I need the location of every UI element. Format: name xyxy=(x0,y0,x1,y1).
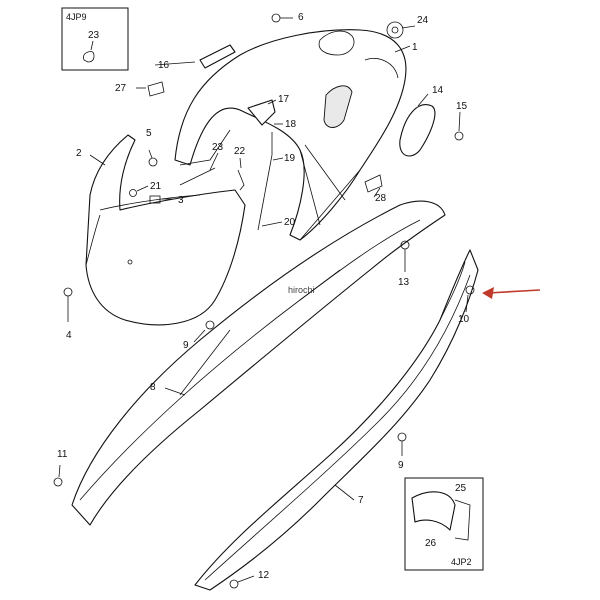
callout-22: 22 xyxy=(234,146,246,157)
callout-10: 10 xyxy=(458,314,470,325)
watermark: hirochi xyxy=(288,285,315,295)
bolt-21-icon xyxy=(129,189,137,197)
callout-9a: 9 xyxy=(183,340,189,351)
side-cover-left xyxy=(71,200,446,526)
callout-labels: 1 2 3 4 5 6 7 8 9 9 10 11 12 13 14 15 16… xyxy=(57,12,470,581)
inset-4jp2: 25 26 4JP2 xyxy=(404,477,484,571)
callout-19: 19 xyxy=(284,153,296,164)
callout-3: 3 xyxy=(178,195,184,206)
callout-1: 1 xyxy=(412,42,418,53)
fasteners xyxy=(53,13,475,589)
inset-4jp2-part-25: 25 xyxy=(455,483,467,494)
brackets-and-rods xyxy=(147,44,436,231)
callout-14: 14 xyxy=(432,85,444,96)
callout-16: 16 xyxy=(158,60,170,71)
callout-11: 11 xyxy=(57,449,68,460)
callout-24: 24 xyxy=(417,15,429,26)
rod-19 xyxy=(257,154,273,231)
bolt-12-icon xyxy=(229,575,255,589)
callout-27: 27 xyxy=(115,83,127,94)
callout-12: 12 xyxy=(258,570,270,581)
callout-7: 7 xyxy=(358,495,364,506)
bracket-16 xyxy=(199,44,236,69)
callout-9b: 9 xyxy=(398,460,404,471)
callout-15: 15 xyxy=(456,101,468,112)
inset-4jp9-part-label: 23 xyxy=(88,30,100,41)
washer-24-icon xyxy=(386,21,404,39)
bolt-13-icon xyxy=(400,240,410,272)
callout-23: 23 xyxy=(212,142,224,153)
front-lower-cover xyxy=(85,134,246,326)
inset-4jp9-code: 4JP9 xyxy=(66,12,87,22)
callout-5: 5 xyxy=(146,128,152,139)
clip-3-icon xyxy=(149,195,161,204)
grab-rail-14 xyxy=(399,104,436,157)
inset-4jp2-code: 4JP2 xyxy=(451,557,472,567)
bolt-15-icon xyxy=(454,111,464,141)
bracket-17 xyxy=(247,99,276,126)
callout-21: 21 xyxy=(150,181,162,192)
callout-18: 18 xyxy=(285,119,297,130)
inset-4jp2-part-26: 26 xyxy=(425,538,437,549)
pad-28 xyxy=(364,174,383,193)
callout-6: 6 xyxy=(298,12,304,23)
inset-4jp9: 4JP9 23 xyxy=(61,7,129,71)
bolt-9a-icon xyxy=(193,320,215,343)
side-cover-right xyxy=(194,249,479,591)
cable-23 xyxy=(179,167,216,186)
bolt-11-icon xyxy=(53,464,63,487)
callout-28: 28 xyxy=(375,193,387,204)
leader-lines xyxy=(89,25,429,501)
hook-22 xyxy=(237,169,245,191)
bolt-9b-icon xyxy=(397,432,407,456)
callout-4: 4 xyxy=(66,330,72,341)
bolt-5-icon xyxy=(148,149,158,167)
bolt-6-icon xyxy=(271,13,293,23)
callout-17: 17 xyxy=(278,94,290,105)
pad-27 xyxy=(147,81,165,97)
red-arrow-icon xyxy=(482,287,541,299)
callout-13: 13 xyxy=(398,277,410,288)
callout-20: 20 xyxy=(284,217,296,228)
clip-part-icon xyxy=(83,51,95,63)
bolt-4-icon xyxy=(63,287,73,322)
callout-2: 2 xyxy=(76,148,82,159)
callout-8: 8 xyxy=(150,382,156,393)
bolt-10-icon xyxy=(465,285,475,313)
